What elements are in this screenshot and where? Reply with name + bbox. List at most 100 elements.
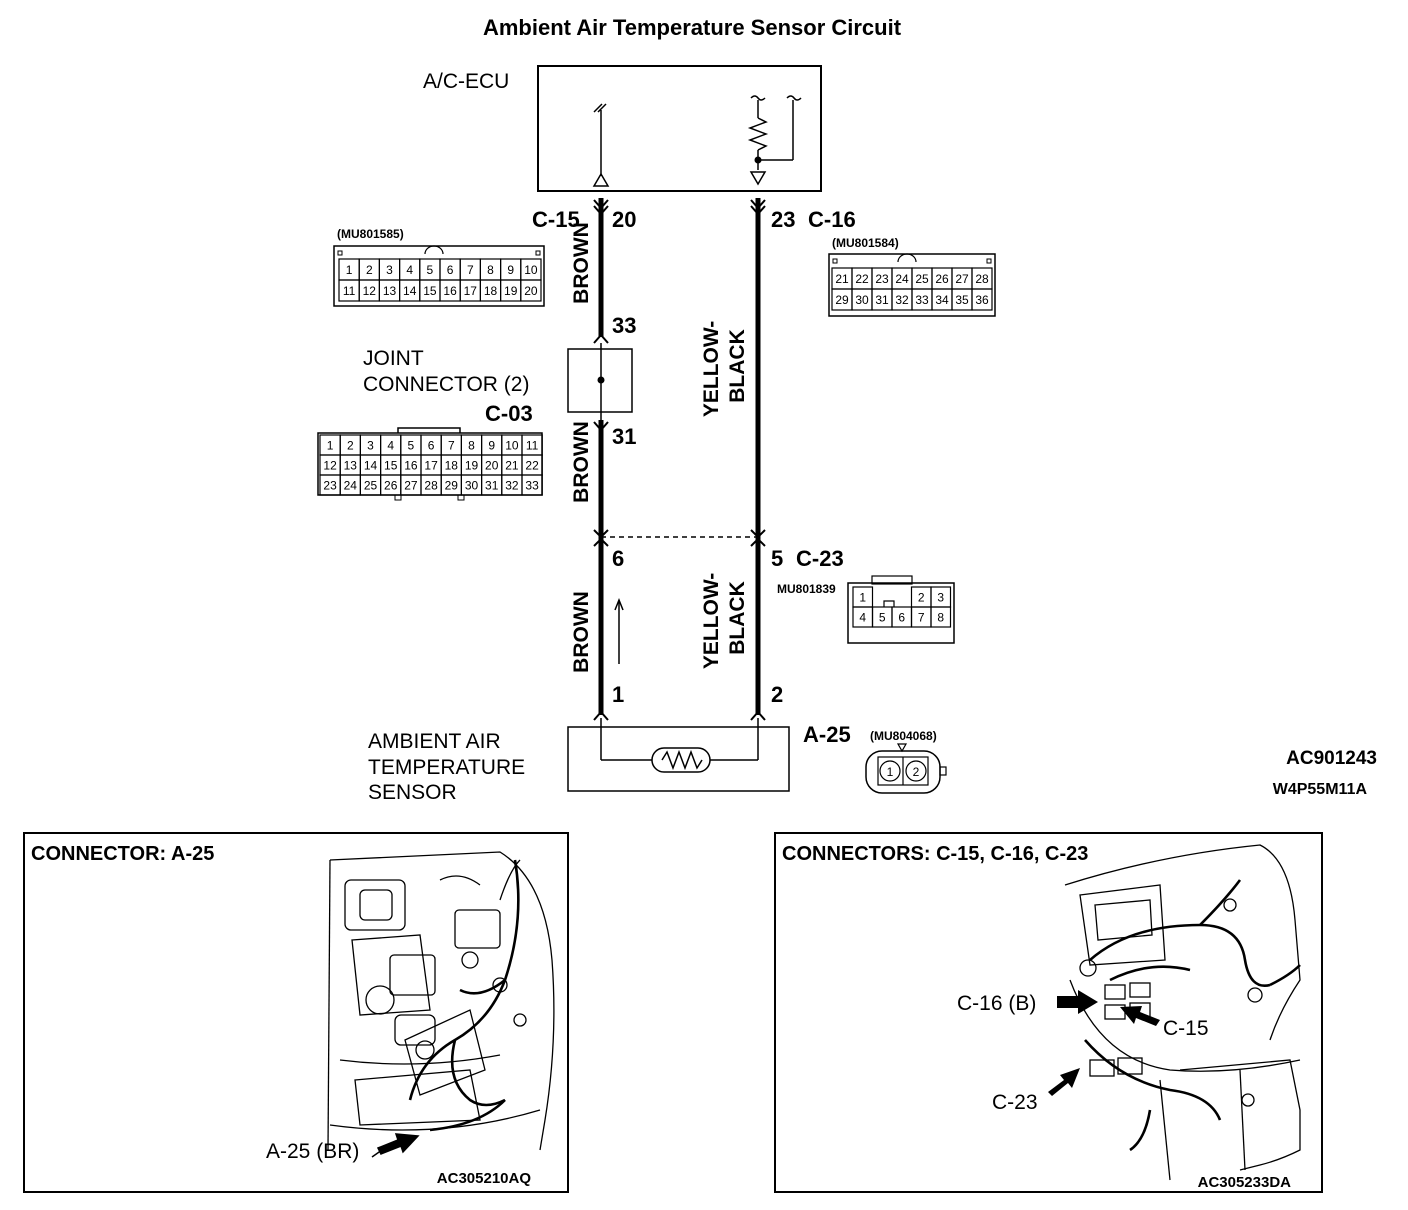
c16-pointer-arrow — [1057, 990, 1098, 1014]
c16-pin-label: 22 — [855, 272, 869, 286]
wire-color-line-1: YELLOW- — [700, 573, 723, 669]
connectors-c15-c16-c23-panel — [774, 832, 1323, 1193]
c23-pin-label: 3 — [937, 591, 944, 605]
connector-mark-joint-out — [593, 421, 609, 432]
connector-face-a25 — [865, 743, 947, 794]
c15-pin-label: 15 — [423, 284, 437, 298]
ecu-label: A/C-ECU — [423, 70, 509, 93]
c15-pin-label: 3 — [386, 263, 393, 277]
sensor-label: TEMPERATURE — [368, 756, 525, 779]
wire-harness-illustration — [408, 859, 520, 1132]
c16-cell — [971, 288, 993, 311]
c16-pin-label: 21 — [835, 272, 849, 286]
c03-pin-label: 31 — [485, 479, 499, 493]
c16-pin-label: 26 — [935, 272, 949, 286]
wire-harness-illustration — [1084, 879, 1301, 1152]
c03-pin-label: 29 — [445, 479, 459, 493]
c16-pin-label: 27 — [955, 272, 969, 286]
c03-pin-label: 20 — [485, 459, 499, 473]
engine-bay-illustration — [327, 851, 555, 1151]
c03-pin-label: 11 — [526, 439, 539, 453]
c16-pin-label: 32 — [895, 293, 909, 307]
panel-title: CONNECTORS: C-15, C-16, C-23 — [782, 843, 1088, 865]
c03-pin-label: 18 — [445, 459, 459, 473]
c16-pin-label: 23 — [875, 272, 889, 286]
connector-id-c23: C-23 — [796, 546, 844, 571]
a25-pin-label: 1 — [887, 765, 894, 779]
c15-pin-label: 6 — [447, 263, 454, 277]
c03-pin-label: 21 — [505, 459, 519, 473]
c03-pin-label: 15 — [384, 459, 398, 473]
pin-joint-31: 31 — [612, 424, 636, 449]
pin-sensor-2: 2 — [771, 682, 783, 707]
c03-pin-label: 14 — [364, 459, 378, 473]
pin-c15-20: 20 — [612, 207, 636, 232]
c15-pin-label: 14 — [403, 284, 417, 298]
c16-callout-label: C-16 (B) — [957, 992, 1036, 1015]
c03-pin-label: 24 — [344, 479, 358, 493]
c23-latch — [883, 600, 895, 607]
c03-pin-label: 6 — [428, 439, 435, 453]
sensor-label: SENSOR — [368, 781, 457, 804]
c15-pin-label: 9 — [507, 263, 514, 277]
c03-pin-label: 23 — [323, 479, 337, 493]
c03-pin-label: 17 — [424, 459, 438, 473]
c03-pin-label: 4 — [387, 439, 394, 453]
c15-callout-label: C-15 — [1163, 1017, 1209, 1040]
wire-color-label: YELLOW- BLACK — [700, 567, 749, 669]
c03-pin-label: 33 — [525, 479, 539, 493]
c03-pin-label: 8 — [468, 439, 475, 453]
c15-pin-label: 4 — [406, 263, 413, 277]
c16-pin-label: 29 — [835, 293, 849, 307]
c03-pin-label: 1 — [327, 439, 334, 453]
c16-pin-label: 30 — [855, 293, 869, 307]
a25-pin-label: 2 — [913, 765, 920, 779]
wire-color-line-2: BLACK — [726, 329, 749, 403]
c15-pin-label: 20 — [524, 284, 538, 298]
c16-pin-label: 28 — [975, 272, 989, 286]
pin-c16-23: 23 — [771, 207, 795, 232]
ecu-pullup-resistor — [747, 95, 802, 186]
c03-pin-label: 13 — [344, 459, 358, 473]
part-number-c23: MU801839 — [777, 582, 836, 596]
c03-pin-label: 3 — [367, 439, 374, 453]
c23-pin-label: 2 — [918, 591, 925, 605]
c03-pin-label: 27 — [404, 479, 418, 493]
a25-callout-label: A-25 (BR) — [266, 1140, 359, 1163]
c15-pin-label: 8 — [487, 263, 494, 277]
c23-pin-label: 6 — [898, 611, 905, 625]
connector-mark-c15 — [593, 199, 609, 216]
c23-pin-label: 4 — [859, 611, 866, 625]
thermistor-symbol — [600, 718, 759, 773]
c03-pin-label: 32 — [505, 479, 519, 493]
connector-a25-panel — [23, 832, 569, 1193]
c03-cell — [521, 474, 543, 496]
sensor-label: AMBIENT AIR — [368, 730, 501, 753]
c03-pin-label: 5 — [408, 439, 415, 453]
c03-pin-label: 26 — [384, 479, 398, 493]
c15-pointer-arrow — [1120, 1006, 1160, 1026]
c16-pin-label: 33 — [915, 293, 929, 307]
panel-figure-code: AC305210AQ — [437, 1170, 532, 1187]
connector-id-c15: C-15 — [532, 207, 580, 232]
connector-id-c03: C-03 — [485, 401, 533, 426]
c16-pin-label: 35 — [955, 293, 969, 307]
pin-sensor-1: 1 — [612, 682, 624, 707]
ecu-ground-symbol — [592, 103, 610, 187]
c15-pin-label: 16 — [443, 284, 457, 298]
panel-figure-code: AC305233DA — [1198, 1174, 1292, 1191]
sensor-box — [567, 726, 790, 792]
joint-connector-label: JOINT — [363, 347, 424, 370]
c16-pin-label: 31 — [875, 293, 889, 307]
connector-mark-c23 — [593, 529, 766, 547]
ecu-box — [537, 65, 822, 192]
wire-color-label: BROWN — [570, 421, 593, 503]
wire-color-label: BROWN — [570, 591, 593, 673]
wire-color-label: YELLOW- BLACK — [700, 315, 749, 417]
joint-connector-label: CONNECTOR (2) — [363, 373, 529, 396]
wire-color-line-1: YELLOW- — [700, 321, 723, 417]
connector-mark-c16 — [750, 199, 766, 216]
